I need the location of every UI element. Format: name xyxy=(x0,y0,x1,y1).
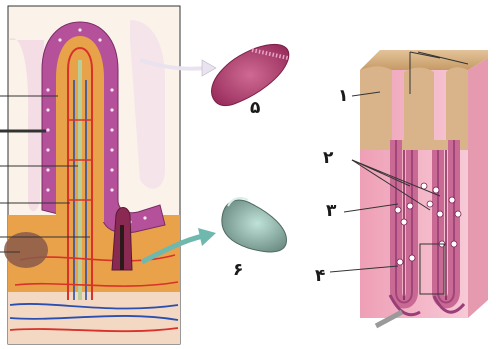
arrow-head-goblet xyxy=(198,228,216,246)
block-side-face xyxy=(468,58,488,318)
goblet-cell xyxy=(222,198,287,252)
arrow-head-enterocyte xyxy=(202,60,216,76)
enterocyte-cell xyxy=(211,44,288,105)
label-four: ۴ xyxy=(315,268,325,285)
villus-cross-section xyxy=(0,6,180,344)
label-six: ۶ xyxy=(233,262,243,279)
label-three: ٣ xyxy=(326,203,336,220)
label-two: ٢ xyxy=(323,150,333,167)
label-one: ١ xyxy=(338,88,348,105)
intestinal-gland-block xyxy=(330,50,488,326)
gland-lumen xyxy=(120,225,124,270)
label-five: ۵ xyxy=(250,100,260,117)
block-top-villi xyxy=(360,66,468,150)
